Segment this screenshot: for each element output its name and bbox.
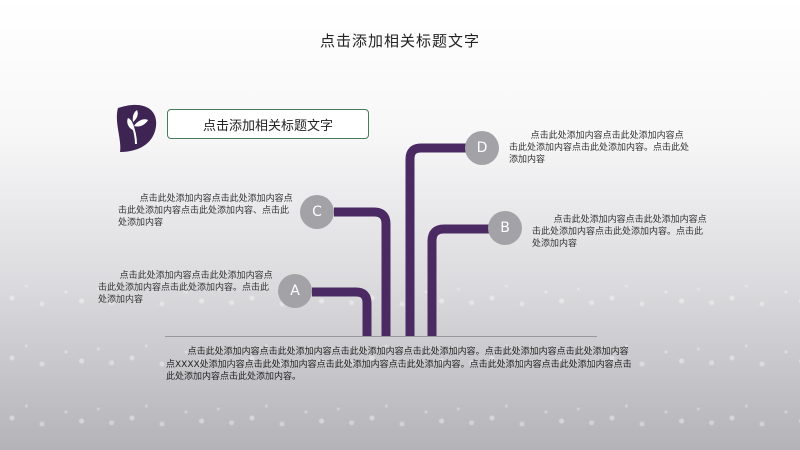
connector-d [405, 143, 468, 337]
description-b: 点击此处添加内容点击此处添加内容点击此处添加内容点击此处添加内容。点击此处添加内… [532, 215, 707, 249]
connector-a [312, 287, 372, 337]
connector-c [334, 207, 391, 337]
circle-c[interactable]: C [300, 195, 334, 229]
connector-b [427, 224, 489, 337]
circle-d[interactable]: D [465, 131, 499, 165]
heading-box[interactable]: 点击添加相关标题文字 [167, 109, 369, 139]
background-texture [0, 250, 800, 450]
leaf-icon [116, 104, 157, 152]
divider-line [165, 336, 597, 337]
circle-a[interactable]: A [278, 274, 312, 308]
circle-b[interactable]: B [488, 211, 522, 245]
slide-title: 点击添加相关标题文字 [319, 32, 480, 50]
description-d: 点击此处添加内容点击此处添加内容点击此处添加内容点击此处添加内容。点击此处添加内… [509, 131, 690, 165]
description-a: 点击此处添加内容点击此处添加内容点击此处添加内容点击此处添加内容。点击此处添加内… [98, 271, 273, 305]
bottom-paragraph: 点击此处添加内容点击此处添加内容点击此处添加内容点击此处添加内容。点击此处添加内… [166, 347, 632, 382]
description-c: 点击此处添加内容点击此处添加内容点击此处添加内容点击此处添加内容、点击此处添加内… [118, 194, 293, 228]
